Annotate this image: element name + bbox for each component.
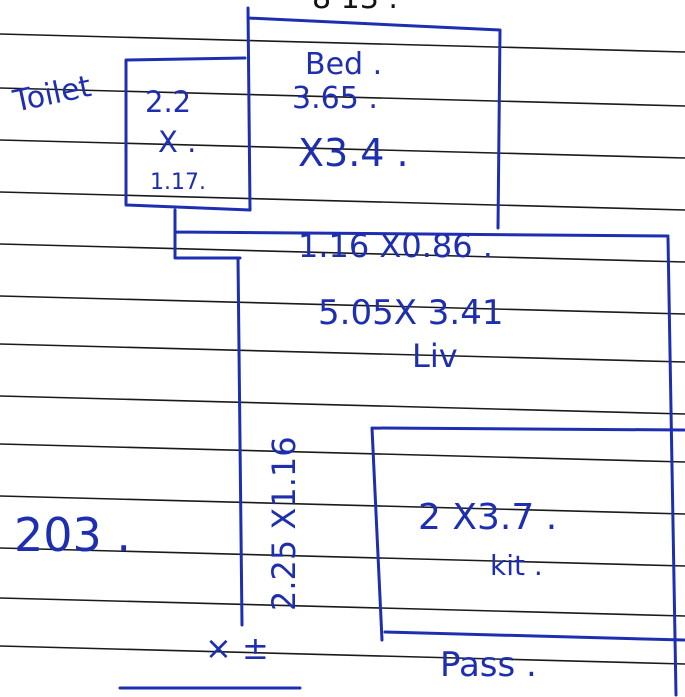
ruled-line (0, 191, 685, 211)
bottom-wall (383, 630, 685, 642)
toilet-dim-b: 1.17. (150, 170, 206, 195)
top-fragment-label: 8 13 . (312, 0, 398, 14)
passage-outline (173, 208, 670, 260)
toilet-dim-a: 2.2 (145, 85, 192, 119)
ruled-line (0, 295, 685, 315)
ruled-line (0, 443, 685, 463)
kitchen-label: kit . (490, 549, 543, 582)
ruled-line (0, 33, 685, 53)
notebook-ruled-lines (0, 33, 685, 665)
corridor-dims: 2.25 X1.16 (265, 436, 303, 611)
floor-plan-walls (118, 6, 685, 697)
ruled-line (0, 87, 685, 107)
living-right-wall (666, 236, 678, 697)
ruled-line (0, 139, 685, 159)
bed-dim-a: 3.65 . (292, 81, 378, 116)
ruled-line (0, 395, 685, 415)
ruled-line (0, 495, 685, 515)
passage-small-dims: 1.16 X0.86 . (298, 227, 493, 265)
bottom-marks: × ± (205, 629, 269, 667)
bed-room-outline (246, 6, 502, 230)
ruled-line (0, 597, 685, 617)
bed-dim-b: X3.4 . (298, 131, 409, 175)
ruled-line (0, 343, 685, 363)
living-dims: 5.05X 3.41 (318, 293, 504, 333)
toilet-times: X . (158, 125, 197, 159)
ruled-line (0, 547, 685, 567)
bed-label: Bed . (305, 47, 383, 82)
unit-number: 203 . (14, 508, 132, 562)
living-label: Liv (412, 337, 458, 375)
kitchen-dims: 2 X3.7 . (418, 497, 558, 538)
kitchen-outline (370, 426, 685, 642)
ruled-line (0, 243, 685, 263)
bottom-label: Pass . (440, 645, 537, 685)
toilet-outline (124, 56, 252, 212)
ruled-line (0, 645, 685, 665)
living-left-wall (236, 256, 244, 627)
